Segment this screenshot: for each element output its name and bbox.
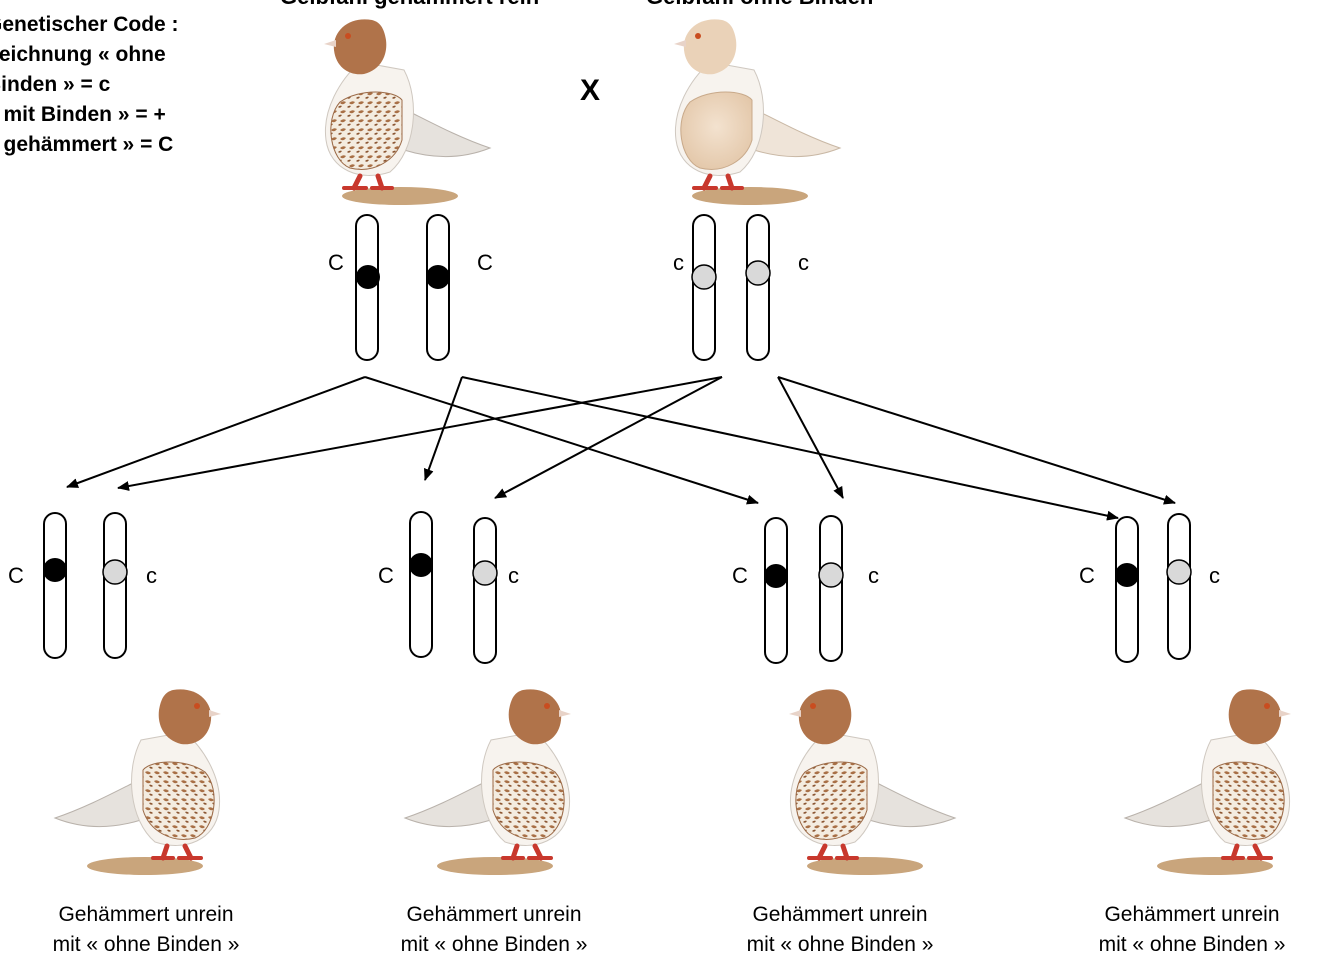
chromosome [104, 513, 126, 658]
allele-label: c [673, 250, 684, 275]
allele-label: C [8, 563, 24, 588]
offspring-1-caption: Gehämmert unrein mit « ohne Binden » [26, 900, 266, 960]
offspring-4-caption: Gehämmert unrein mit « ohne Binden » [1072, 900, 1312, 960]
allele-dot-dominant [409, 553, 433, 577]
allele-label: c [868, 563, 879, 588]
caption-line: mit « ohne Binden » [720, 930, 960, 960]
allele-label: c [798, 250, 809, 275]
parent-left-chromosomes [356, 215, 450, 360]
allele-label: C [378, 563, 394, 588]
caption-line: mit « ohne Binden » [374, 930, 614, 960]
offspring-4-chromosomes [1115, 514, 1191, 662]
caption-line: Gehämmert unrein [26, 900, 266, 930]
offspring-4-pigeon-image [1125, 689, 1291, 875]
allele-dot-dominant [1115, 563, 1139, 587]
offspring-3-caption: Gehämmert unrein mit « ohne Binden » [720, 900, 960, 960]
allele-label: C [328, 250, 344, 275]
caption-line: Gehämmert unrein [374, 900, 614, 930]
allele-label: c [146, 563, 157, 588]
allele-dot-recessive [692, 265, 716, 289]
chromosome [410, 512, 432, 657]
allele-dot-recessive [1167, 560, 1191, 584]
allele-dot-dominant [764, 564, 788, 588]
allele-dot-recessive [819, 563, 843, 587]
offspring-2-pigeon-image [405, 689, 571, 875]
inheritance-arrows [67, 377, 1175, 518]
chromosome [765, 518, 787, 663]
arrow [778, 377, 1175, 503]
offspring-3-pigeon-image [789, 689, 955, 875]
arrow [365, 377, 758, 503]
allele-dot-recessive [473, 561, 497, 585]
allele-label: C [732, 563, 748, 588]
allele-dot-dominant [356, 265, 380, 289]
allele-dot-recessive [103, 560, 127, 584]
allele-dot-dominant [43, 558, 67, 582]
caption-line: mit « ohne Binden » [26, 930, 266, 960]
chromosome [820, 516, 842, 661]
offspring-3-chromosomes [764, 516, 843, 663]
allele-labels: C C c c C c C c C c C c [8, 250, 1220, 588]
chromosome [44, 513, 66, 658]
offspring-2-chromosomes [409, 512, 497, 663]
chromosome [747, 215, 769, 360]
offspring-1-chromosomes [43, 513, 127, 658]
parent-right-chromosomes [692, 215, 770, 360]
allele-dot-dominant [426, 265, 450, 289]
parent-pigeon-plain-image [674, 19, 840, 205]
parent-pigeon-checker-image [324, 19, 490, 205]
caption-line: Gehämmert unrein [720, 900, 960, 930]
chromosome [1116, 517, 1138, 662]
allele-label: C [1079, 563, 1095, 588]
caption-line: mit « ohne Binden » [1072, 930, 1312, 960]
allele-label: c [1209, 563, 1220, 588]
offspring-1-pigeon-image [55, 689, 221, 875]
offspring-2-caption: Gehämmert unrein mit « ohne Binden » [374, 900, 614, 960]
allele-dot-recessive [746, 261, 770, 285]
allele-label: c [508, 563, 519, 588]
caption-line: Gehämmert unrein [1072, 900, 1312, 930]
chromosome [1168, 514, 1190, 659]
allele-label: C [477, 250, 493, 275]
chromosome [474, 518, 496, 663]
